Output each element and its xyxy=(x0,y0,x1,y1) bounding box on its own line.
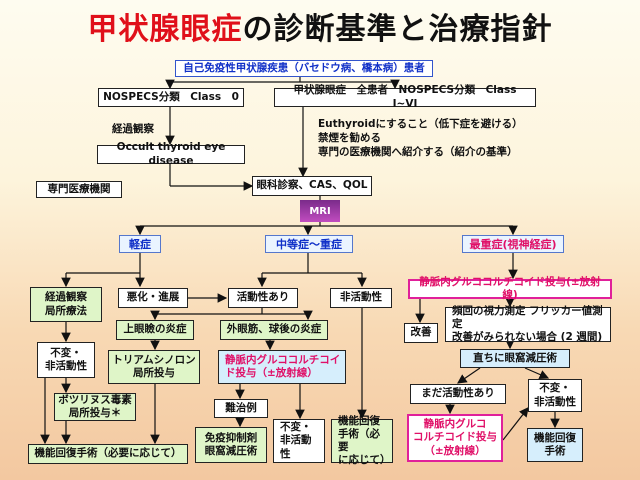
improve-box: 改善 xyxy=(404,323,438,343)
advice-text: Euthyroidにすること（低下症を避ける） 禁煙を勧める 専門の医療機関へ紹… xyxy=(318,118,523,159)
inactive-box: 非活動性 xyxy=(330,288,392,308)
observe-label: 経過観察 xyxy=(112,123,154,135)
severe-iv-steroid-box: 静脈内グルココルチコイド投与(±放射線) xyxy=(408,276,612,301)
muscle-inflammation-box: 外眼筋、球後の炎症 xyxy=(220,320,328,340)
immediate-decompression-box: 直ちに眼窩減圧術 xyxy=(460,349,570,368)
nospecs-class0-box: NOSPECS分類 Class 0 xyxy=(98,88,244,107)
severity-moderate: 中等症～重症 xyxy=(265,235,353,253)
severity-mild: 軽症 xyxy=(119,235,161,253)
autoimmune-thyroid-box: 自己免疫性甲状腺疾患（バセドウ病、橋本病）患者 xyxy=(175,60,433,77)
nospecs-all-box: 甲状腺眼症 全患者 NOSPECS分類 Class I~VI xyxy=(274,84,536,110)
worsening-box: 悪化・進展 xyxy=(118,288,188,308)
mild-observe-box: 経過観察 局所療法 xyxy=(30,287,102,322)
page-title: 甲状腺眼症の診断基準と治療指針 xyxy=(0,4,640,48)
title-rest: の診断基準と治療指針 xyxy=(242,12,553,47)
botulinum-box: ボツリヌス毒素 局所投与＊ xyxy=(54,393,136,421)
triamcinolone-box: トリアムシノロン 局所投与 xyxy=(108,350,200,384)
active-box: 活動性あり xyxy=(228,288,298,308)
vision-criteria-box: 頻回の視力測定 フリッカー値測定 改善がみられない場合 (2 週間) xyxy=(445,305,611,343)
severe-rehab-surgery-box: 機能回復 手術 xyxy=(527,428,583,462)
title-highlight: 甲状腺眼症 xyxy=(87,12,243,47)
moderate-stable-box: 不変・ 非活動 性 xyxy=(273,419,325,463)
refractory-box: 難治例 xyxy=(214,399,268,418)
immunosuppress-box: 免疫抑制剤 眼窩減圧術 xyxy=(195,427,267,463)
severity-severe: 最重症(視神経症) xyxy=(462,235,564,253)
severe-stable-box: 不変・ 非活動性 xyxy=(528,379,582,412)
still-active-box: まだ活動性あり xyxy=(410,384,506,404)
specialist-box: 専門医療機関 xyxy=(36,181,122,198)
occult-ted-box: Occult thyroid eye disease xyxy=(97,141,245,167)
mild-rehab-surgery-box: 機能回復手術（必要に応じて） xyxy=(28,444,188,464)
moderate-rehab-surgery-box: 機能回復 手術（必要 に応じて） xyxy=(331,415,393,466)
moderate-iv-steroid-box: 静脈内グルココルチコイ ド投与（±放射線） xyxy=(218,350,346,384)
mild-stable-inactive-box: 不変・ 非活動性 xyxy=(37,342,95,378)
exam-box: 眼科診察、CAS、QOL xyxy=(252,176,372,196)
mri-box: MRI xyxy=(300,200,340,222)
severe-iv-steroid-2-box: 静脈内グルコ コルチコイド投与 （±放射線） xyxy=(407,414,503,462)
upper-lid-inflammation-box: 上眼瞼の炎症 xyxy=(116,320,194,340)
